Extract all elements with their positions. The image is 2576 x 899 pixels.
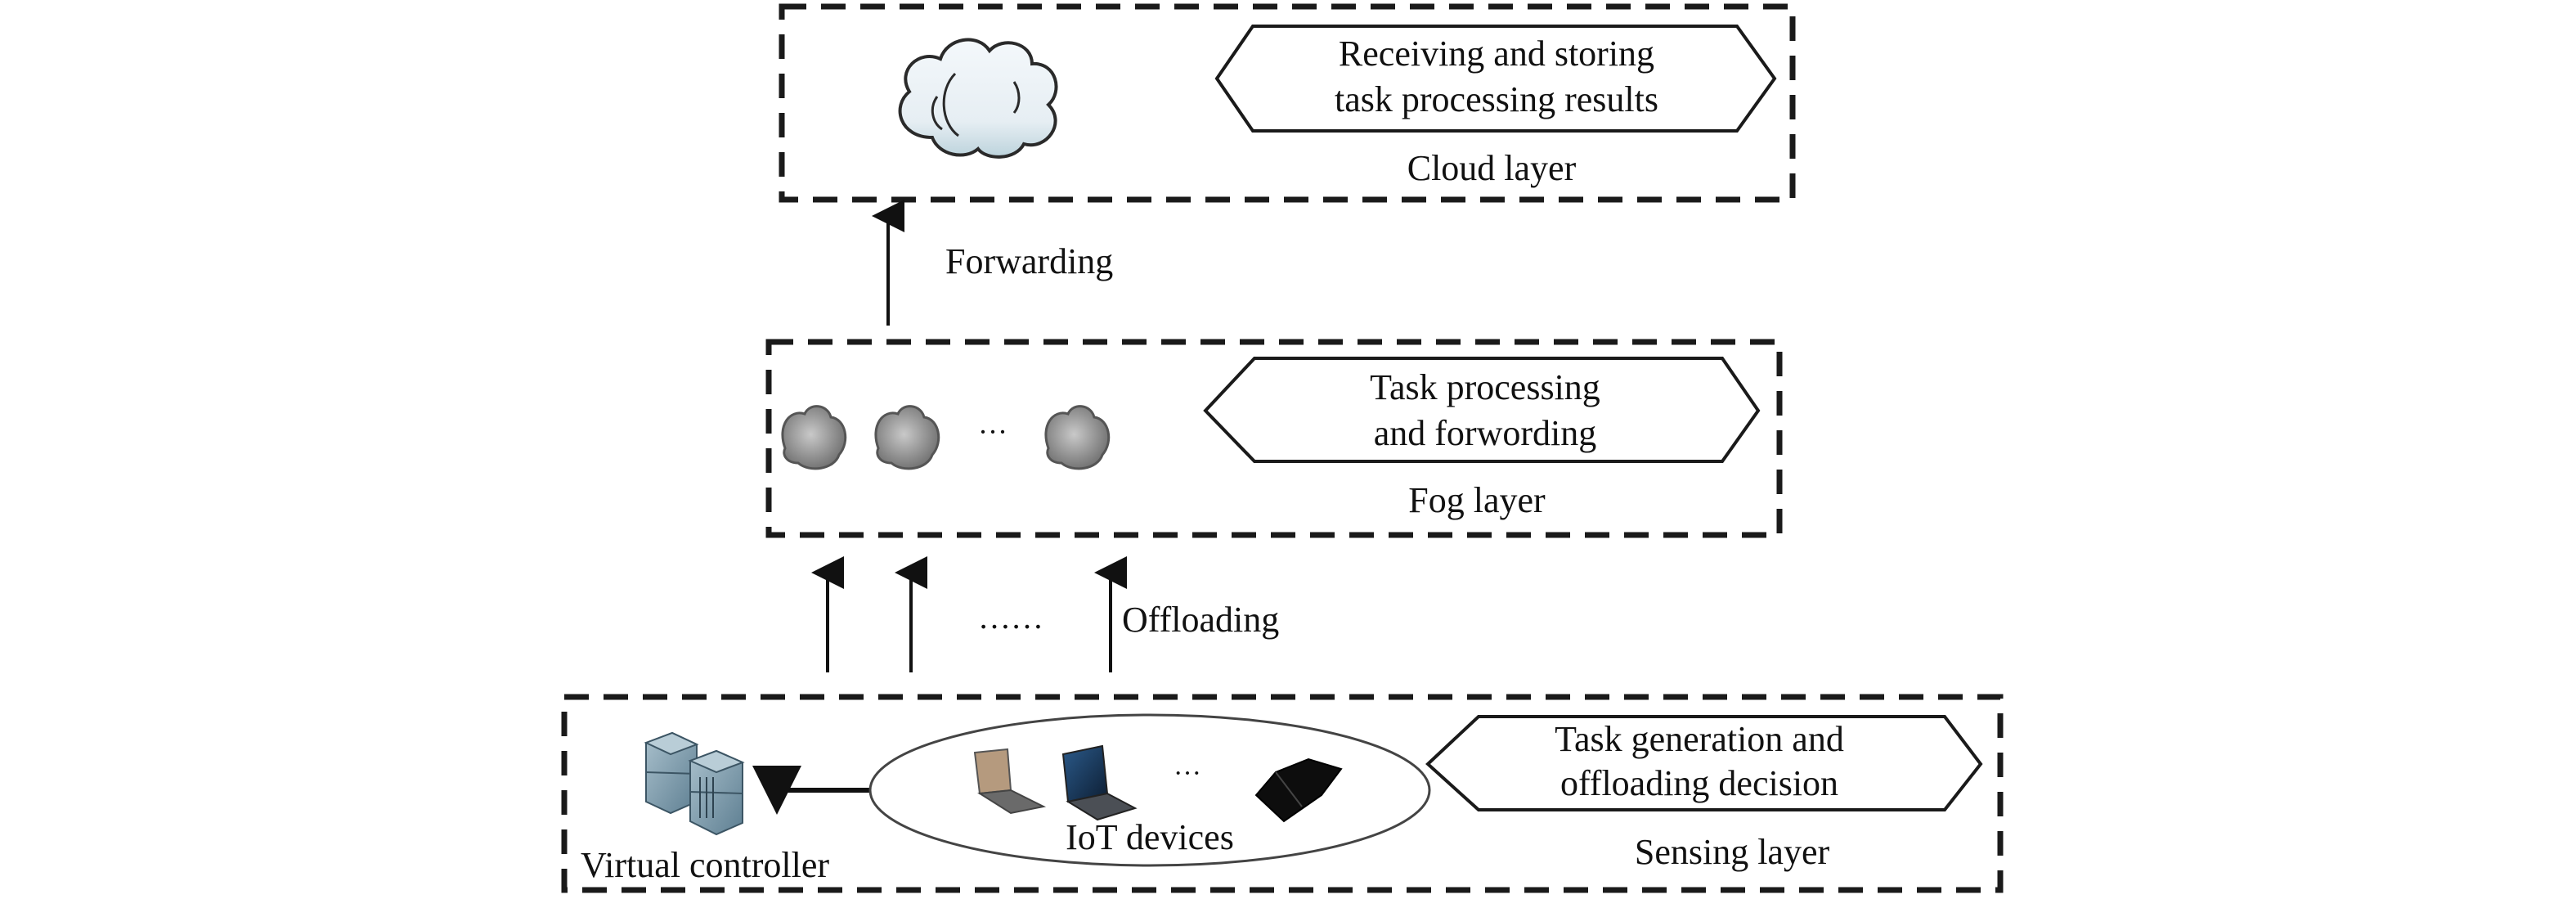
fog-node-icon bbox=[1044, 405, 1111, 470]
fog-node-icon bbox=[874, 405, 940, 470]
cloud-layer: Receiving and storing task processing re… bbox=[779, 3, 1796, 203]
sensing-role-line-2: offloading decision bbox=[1560, 763, 1838, 803]
offloading-label: Offloading bbox=[1122, 600, 1279, 640]
device-ellipsis: ··· bbox=[1174, 758, 1201, 789]
offloading-links: …… Offloading bbox=[811, 556, 1279, 672]
laptop-icon bbox=[973, 748, 1047, 815]
virtual-controller-label: Virtual controller bbox=[581, 845, 829, 885]
laptop-icon bbox=[1061, 744, 1138, 821]
cloud-role-line-1: Receiving and storing bbox=[1339, 34, 1654, 74]
tablet-icon bbox=[1254, 757, 1343, 823]
offloading-ellipsis: …… bbox=[978, 599, 1043, 636]
sensing-layer-title: Sensing layer bbox=[1635, 832, 1830, 872]
cloud-layer-border bbox=[779, 3, 1796, 203]
cloud-layer-title: Cloud layer bbox=[1407, 148, 1577, 188]
forwarding-link: Forwarding bbox=[872, 200, 1113, 326]
cloud-icon bbox=[898, 38, 1058, 159]
server-icon bbox=[644, 731, 745, 836]
fog-node-ellipsis: ··· bbox=[978, 416, 1008, 448]
iot-devices-label: IoT devices bbox=[1066, 817, 1234, 857]
forwarding-label: Forwarding bbox=[945, 241, 1113, 281]
fog-role-line-1: Task processing bbox=[1370, 367, 1600, 407]
fog-layer-title: Fog layer bbox=[1408, 480, 1546, 520]
sensing-role-line-1: Task generation and bbox=[1555, 719, 1844, 759]
fog-role-box: Task processing and forwording bbox=[1203, 357, 1761, 463]
cloud-role-box: Receiving and storing task processing re… bbox=[1214, 25, 1777, 133]
cloud-role-line-2: task processing results bbox=[1335, 79, 1658, 119]
fog-role-line-2: and forwording bbox=[1374, 413, 1597, 453]
fog-layer-border bbox=[765, 339, 1783, 538]
sensing-role-box: Task generation and offloading decision bbox=[1425, 715, 1983, 811]
fog-layer: ··· Task processing and forwording Fog l… bbox=[765, 339, 1783, 538]
iot-devices-group bbox=[868, 713, 1431, 867]
sensing-layer: ··· IoT devices Virtual controller Task … bbox=[561, 694, 2004, 893]
fog-node-icon bbox=[781, 405, 847, 470]
sensing-layer-border bbox=[561, 694, 2004, 893]
